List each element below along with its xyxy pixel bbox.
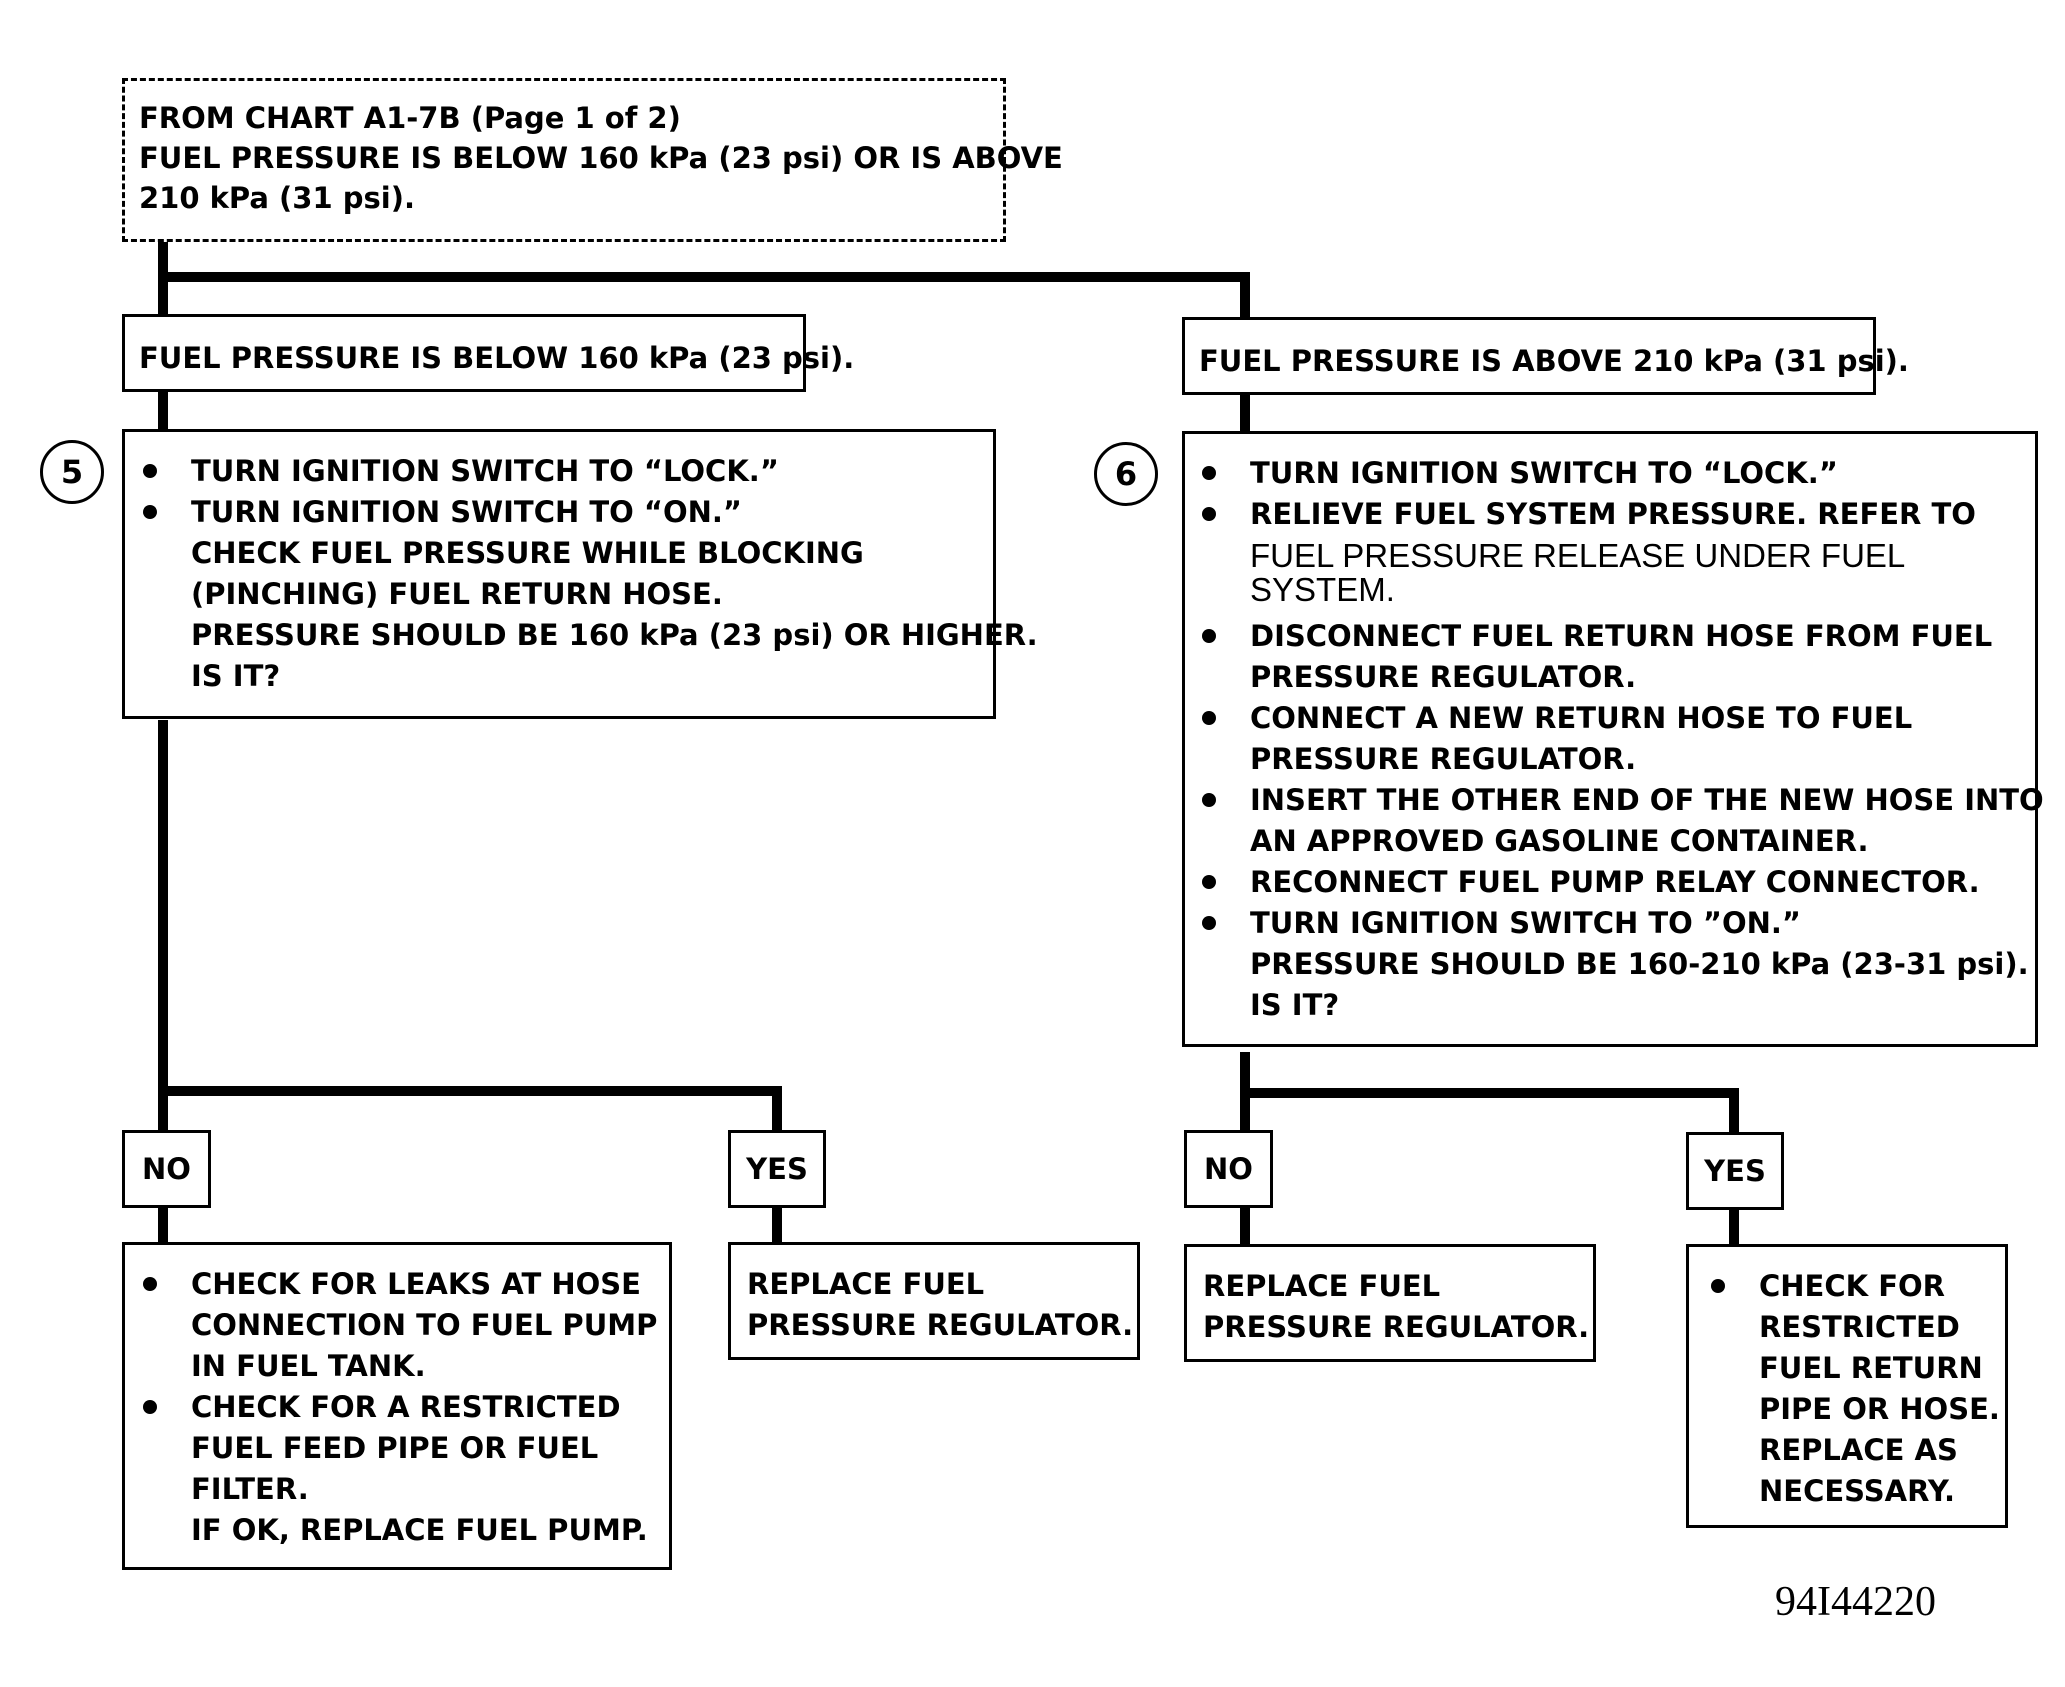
entry-line: 210 kPa (31 psi).	[139, 181, 415, 215]
left-no-action-box: CHECK FOR LEAKS AT HOSE CONNECTION TO FU…	[122, 1242, 672, 1570]
left-no-line: IF OK, REPLACE FUEL PUMP.	[191, 1513, 648, 1547]
left-no-line: CONNECTION TO FUEL PUMP	[191, 1308, 658, 1342]
right-yes-action-box: CHECK FOR RESTRICTED FUEL RETURN PIPE OR…	[1686, 1244, 2008, 1528]
entry-line: FROM CHART A1-7B (Page 1 of 2)	[139, 101, 681, 135]
connector-line	[1729, 1088, 1739, 1138]
right-no-action-box: REPLACE FUEL PRESSURE REGULATOR.	[1184, 1244, 1596, 1362]
step-6-line: PRESSURE SHOULD BE 160-210 kPa (23-31 ps…	[1250, 947, 2029, 981]
step-5-line: IS IT?	[191, 659, 281, 693]
step-6-line: TURN IGNITION SWITCH TO ”ON.”	[1202, 903, 2035, 944]
step-6-line: SYSTEM.	[1250, 571, 1395, 608]
left-yes-action-box: REPLACE FUEL PRESSURE REGULATOR.	[728, 1242, 1140, 1360]
connector-line	[1240, 1207, 1250, 1250]
step-6-line: RELIEVE FUEL SYSTEM PRESSURE. REFER TO	[1202, 494, 2035, 535]
step-5-line: (PINCHING) FUEL RETURN HOSE.	[191, 577, 723, 611]
step-6-line: PRESSURE REGULATOR.	[1250, 742, 1637, 776]
right-yes-line: FUEL RETURN	[1759, 1351, 1983, 1385]
step-6-line: TURN IGNITION SWITCH TO “LOCK.”	[1202, 453, 2035, 494]
left-no-line: FUEL FEED PIPE OR FUEL	[191, 1431, 599, 1465]
connector-line	[158, 720, 168, 1134]
connector-line	[158, 272, 1250, 282]
step-6-box: TURN IGNITION SWITCH TO “LOCK.” RELIEVE …	[1182, 431, 2044, 1047]
right-no-line: PRESSURE REGULATOR.	[1203, 1310, 1590, 1344]
right-yes-label: YES	[1686, 1132, 1784, 1210]
right-yes-line: PIPE OR HOSE.	[1759, 1392, 2000, 1426]
step-6-line: CONNECT A NEW RETURN HOSE TO FUEL	[1202, 698, 2035, 739]
above-pressure-text: FUEL PRESSURE IS ABOVE 210 kPa (31 psi).	[1199, 344, 1909, 378]
left-no-line: FILTER.	[191, 1472, 309, 1506]
left-yes-label: YES	[728, 1130, 826, 1208]
right-no-line: REPLACE FUEL	[1203, 1269, 1441, 1303]
above-pressure-box: FUEL PRESSURE IS ABOVE 210 kPa (31 psi).	[1182, 317, 1909, 395]
step-6-line: DISCONNECT FUEL RETURN HOSE FROM FUEL	[1202, 616, 2035, 657]
left-no-label: NO	[122, 1130, 211, 1208]
left-no-line: CHECK FOR LEAKS AT HOSE	[143, 1264, 669, 1305]
step-5-number: 5	[40, 440, 104, 504]
step-6-line: FUEL PRESSURE RELEASE UNDER FUEL	[1250, 537, 1906, 574]
entry-condition-box: FROM CHART A1-7B (Page 1 of 2) FUEL PRES…	[122, 78, 1063, 242]
entry-line: FUEL PRESSURE IS BELOW 160 kPa (23 psi) …	[139, 141, 1063, 175]
step-6-line: PRESSURE REGULATOR.	[1250, 660, 1637, 694]
right-yes-line: REPLACE AS	[1759, 1433, 1958, 1467]
step-6-line: INSERT THE OTHER END OF THE NEW HOSE INT…	[1202, 780, 2044, 821]
connector-line	[158, 390, 168, 434]
step-5-line: CHECK FUEL PRESSURE WHILE BLOCKING	[191, 536, 864, 570]
step-6-line: RECONNECT FUEL PUMP RELAY CONNECTOR.	[1202, 862, 2035, 903]
connector-line	[1240, 1088, 1739, 1098]
connector-line	[1729, 1209, 1739, 1251]
below-pressure-text: FUEL PRESSURE IS BELOW 160 kPa (23 psi).	[139, 341, 855, 375]
step-5-line: TURN IGNITION SWITCH TO “LOCK.”	[143, 451, 993, 492]
connector-line	[158, 1207, 168, 1247]
step-5-box: TURN IGNITION SWITCH TO “LOCK.” TURN IGN…	[122, 429, 1038, 719]
connector-line	[1240, 272, 1250, 319]
left-yes-line: REPLACE FUEL	[747, 1267, 985, 1301]
step-5-line: PRESSURE SHOULD BE 160 kPa (23 psi) OR H…	[191, 618, 1038, 652]
right-yes-line: RESTRICTED	[1759, 1310, 1960, 1344]
right-yes-line: CHECK FOR	[1711, 1266, 2005, 1307]
right-yes-line: NECESSARY.	[1759, 1474, 1956, 1508]
figure-id: 94I44220	[1775, 1579, 1936, 1625]
below-pressure-box: FUEL PRESSURE IS BELOW 160 kPa (23 psi).	[122, 314, 855, 392]
step-6-line: AN APPROVED GASOLINE CONTAINER.	[1250, 824, 1869, 858]
left-no-line: CHECK FOR A RESTRICTED	[143, 1387, 669, 1428]
connector-line	[1240, 392, 1250, 435]
connector-line	[158, 1086, 782, 1096]
connector-line	[772, 1207, 782, 1247]
left-no-line: IN FUEL TANK.	[191, 1349, 426, 1383]
step-5-line: TURN IGNITION SWITCH TO “ON.”	[143, 492, 993, 533]
step-6-number: 6	[1094, 442, 1158, 506]
step-6-line: IS IT?	[1250, 988, 1340, 1022]
left-yes-line: PRESSURE REGULATOR.	[747, 1308, 1134, 1342]
right-no-label: NO	[1184, 1130, 1273, 1208]
connector-line	[772, 1086, 782, 1136]
